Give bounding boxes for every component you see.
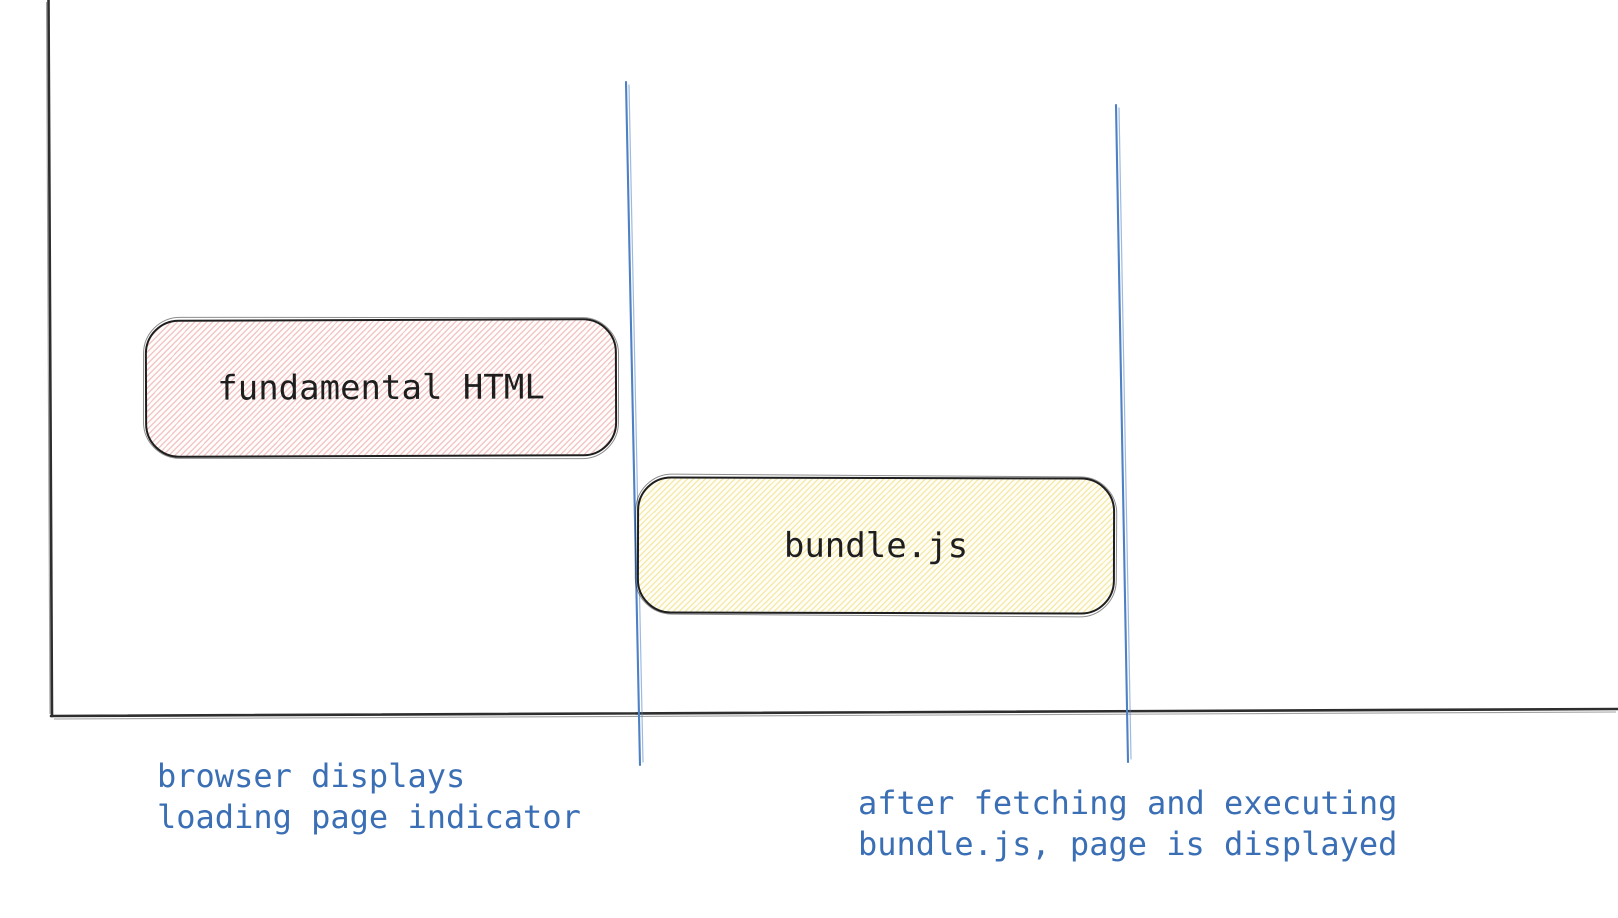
page-displayed-note-line-2: bundle.js, page is displayed [858, 825, 1398, 863]
loading-indicator-note-line-1: browser displays [157, 757, 466, 795]
loading-marker-line-sketch [628, 84, 644, 763]
page-displayed-note-line-1: after fetching and executing [858, 784, 1398, 822]
displayed-marker-line-sketch [1118, 107, 1132, 760]
fundamental-html-label: fundamental HTML [217, 367, 545, 409]
bundle-js-box: bundle.js [636, 476, 1116, 615]
displayed-marker-line [1114, 103, 1130, 764]
x-axis-sketch-stroke [53, 711, 1617, 720]
y-axis [47, 0, 54, 718]
loading-marker-line [624, 80, 642, 767]
y-axis-sketch-stroke [45, 1, 51, 715]
fundamental-html-box: fundamental HTML [144, 318, 618, 458]
loading-indicator-note: browser displays loading page indicator [157, 756, 581, 838]
page-displayed-note: after fetching and executing bundle.js, … [858, 783, 1397, 865]
loading-indicator-note-line-2: loading page indicator [157, 798, 581, 836]
bundle-js-label: bundle.js [783, 525, 969, 566]
x-axis [49, 707, 1618, 718]
